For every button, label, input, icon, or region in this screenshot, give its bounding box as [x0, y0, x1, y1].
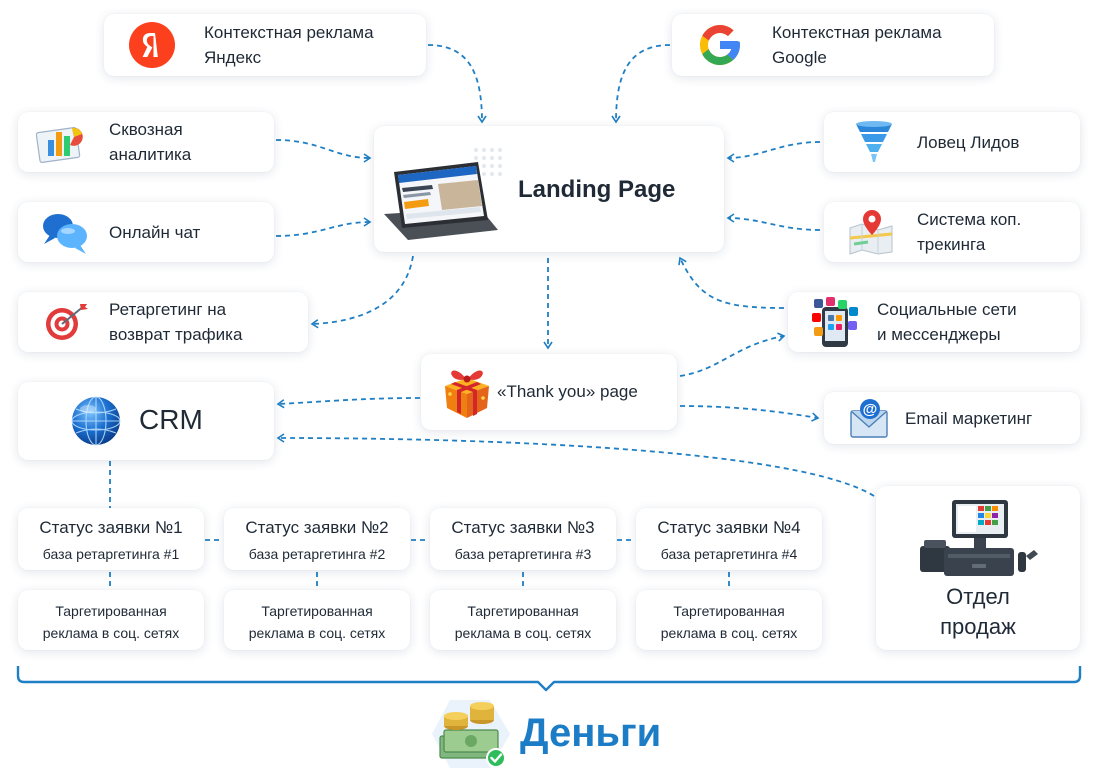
- targeted-ads-line1: Таргетированная: [55, 603, 167, 619]
- status-subtitle: база ретаргетинга #4: [660, 546, 798, 562]
- call-tracking-card[interactable]: Система коп. трекинга: [824, 202, 1080, 262]
- social-label-line1: Социальные сети: [877, 300, 1017, 319]
- arrow-yandex-landing: [427, 44, 487, 124]
- yandex-label-line2: Яндекс: [204, 48, 262, 67]
- email-label: Email маркетинг: [905, 409, 1033, 428]
- retargeting-card[interactable]: Ретаргетинг на возврат трафика: [18, 292, 308, 352]
- targeted-ads-line1: Таргетированная: [261, 603, 373, 619]
- status-card-2[interactable]: Статус заявки №2 база ретаргетинга #2: [224, 508, 410, 570]
- status-title: Статус заявки №3: [451, 518, 595, 537]
- google-label-line1: Контекстная реклама: [772, 23, 942, 42]
- landing-page-label: Landing Page: [518, 176, 676, 203]
- money-label: Деньги: [520, 711, 662, 755]
- status-subtitle: база ретаргетинга #3: [454, 546, 592, 562]
- status-card-4[interactable]: Статус заявки №4 база ретаргетинга #4: [636, 508, 822, 570]
- yandex-icon: [129, 22, 175, 68]
- yandex-label-line1: Контекстная реклама: [204, 23, 374, 42]
- sales-label-line2: продаж: [940, 614, 1016, 639]
- sales-dept-card[interactable]: Отдел продаж: [876, 486, 1080, 650]
- targeted-ads-card-4[interactable]: Таргетированная реклама в соц. сетях: [636, 590, 822, 650]
- crm-label: CRM: [139, 404, 203, 435]
- tablet-icon: [384, 148, 502, 240]
- targeted-ads-line1: Таргетированная: [673, 603, 785, 619]
- arrow-sales-crm: [276, 433, 875, 497]
- targeted-ads-line2: реклама в соц. сетях: [42, 625, 180, 641]
- chat-bubbles-icon: [43, 214, 87, 254]
- status-title: Статус заявки №1: [39, 518, 183, 537]
- arrow-chat-landing: [275, 217, 372, 237]
- gift-box-icon: [445, 370, 489, 418]
- status-subtitle: база ретаргетинга #1: [42, 546, 180, 562]
- status-card-1[interactable]: Статус заявки №1 база ретаргетинга #1: [18, 508, 204, 570]
- analytics-label-line2: аналитика: [109, 145, 192, 164]
- arrow-thankyou-crm: [276, 397, 421, 409]
- yandex-ads-card[interactable]: Контекстная реклама Яндекс: [104, 14, 426, 76]
- arrow-google-landing: [611, 44, 671, 124]
- arrow-social-landing: [678, 256, 785, 309]
- status-subtitle: база ретаргетинга #2: [248, 546, 386, 562]
- social-label-line2: и мессенджеры: [877, 325, 1001, 344]
- google-label-line2: Google: [772, 48, 827, 67]
- status-title: Статус заявки №4: [657, 518, 801, 537]
- social-card[interactable]: Социальные сети и мессенджеры: [788, 292, 1080, 352]
- call-tracking-label-line2: трекинга: [917, 235, 986, 254]
- map-pin-icon: [849, 210, 893, 255]
- google-ads-card[interactable]: Контекстная реклама Google: [672, 14, 994, 76]
- email-envelope-icon: @: [850, 399, 888, 438]
- chat-label: Онлайн чат: [109, 223, 201, 242]
- money-coins-icon: [432, 700, 510, 768]
- retargeting-label-line2: возврат трафика: [109, 325, 243, 344]
- targeted-ads-line1: Таргетированная: [467, 603, 579, 619]
- analytics-card[interactable]: Сквозная аналитика: [18, 112, 274, 172]
- lead-catcher-label: Ловец Лидов: [917, 133, 1020, 152]
- targeted-ads-card-2[interactable]: Таргетированная реклама в соц. сетях: [224, 590, 410, 650]
- thank-you-label: «Thank you» page: [497, 382, 638, 401]
- sales-label-line1: Отдел: [946, 584, 1010, 609]
- arrow-landing-retargeting: [310, 255, 414, 329]
- targeted-ads-line2: реклама в соц. сетях: [660, 625, 798, 641]
- target-icon: [46, 304, 88, 340]
- google-icon: [700, 25, 740, 65]
- chat-card[interactable]: Онлайн чат: [18, 202, 274, 262]
- targeted-ads-line2: реклама в соц. сетях: [248, 625, 386, 641]
- funnel-icon: [856, 121, 892, 162]
- arrow-tracking-landing: [726, 213, 821, 231]
- cash-register-icon: [920, 500, 1038, 576]
- arrow-thankyou-social: [679, 332, 786, 377]
- lead-catcher-card[interactable]: Ловец Лидов: [824, 112, 1080, 172]
- targeted-ads-line2: реклама в соц. сетях: [454, 625, 592, 641]
- retargeting-label-line1: Ретаргетинг на: [109, 300, 227, 319]
- globe-icon: [71, 396, 121, 446]
- analytics-label-line1: Сквозная: [109, 120, 183, 139]
- arrow-thankyou-email: [679, 405, 820, 422]
- targeted-ads-card-3[interactable]: Таргетированная реклама в соц. сетях: [430, 590, 616, 650]
- social-apps-icon: [812, 297, 858, 347]
- status-card-3[interactable]: Статус заявки №3 база ретаргетинга #3: [430, 508, 616, 570]
- money-brace: [16, 666, 1082, 692]
- thank-you-page-card[interactable]: «Thank you» page: [421, 354, 677, 430]
- email-card[interactable]: @ Email маркетинг: [824, 392, 1080, 444]
- crm-card[interactable]: CRM: [18, 382, 274, 460]
- landing-page-card[interactable]: Landing Page: [374, 126, 724, 252]
- analytics-chart-icon: [36, 127, 83, 163]
- status-title: Статус заявки №2: [245, 518, 389, 537]
- call-tracking-label-line1: Система коп.: [917, 210, 1022, 229]
- arrow-lead-landing: [726, 141, 821, 163]
- arrow-analytics-landing: [275, 139, 372, 163]
- targeted-ads-card-1[interactable]: Таргетированная реклама в соц. сетях: [18, 590, 204, 650]
- svg-text:@: @: [863, 401, 878, 418]
